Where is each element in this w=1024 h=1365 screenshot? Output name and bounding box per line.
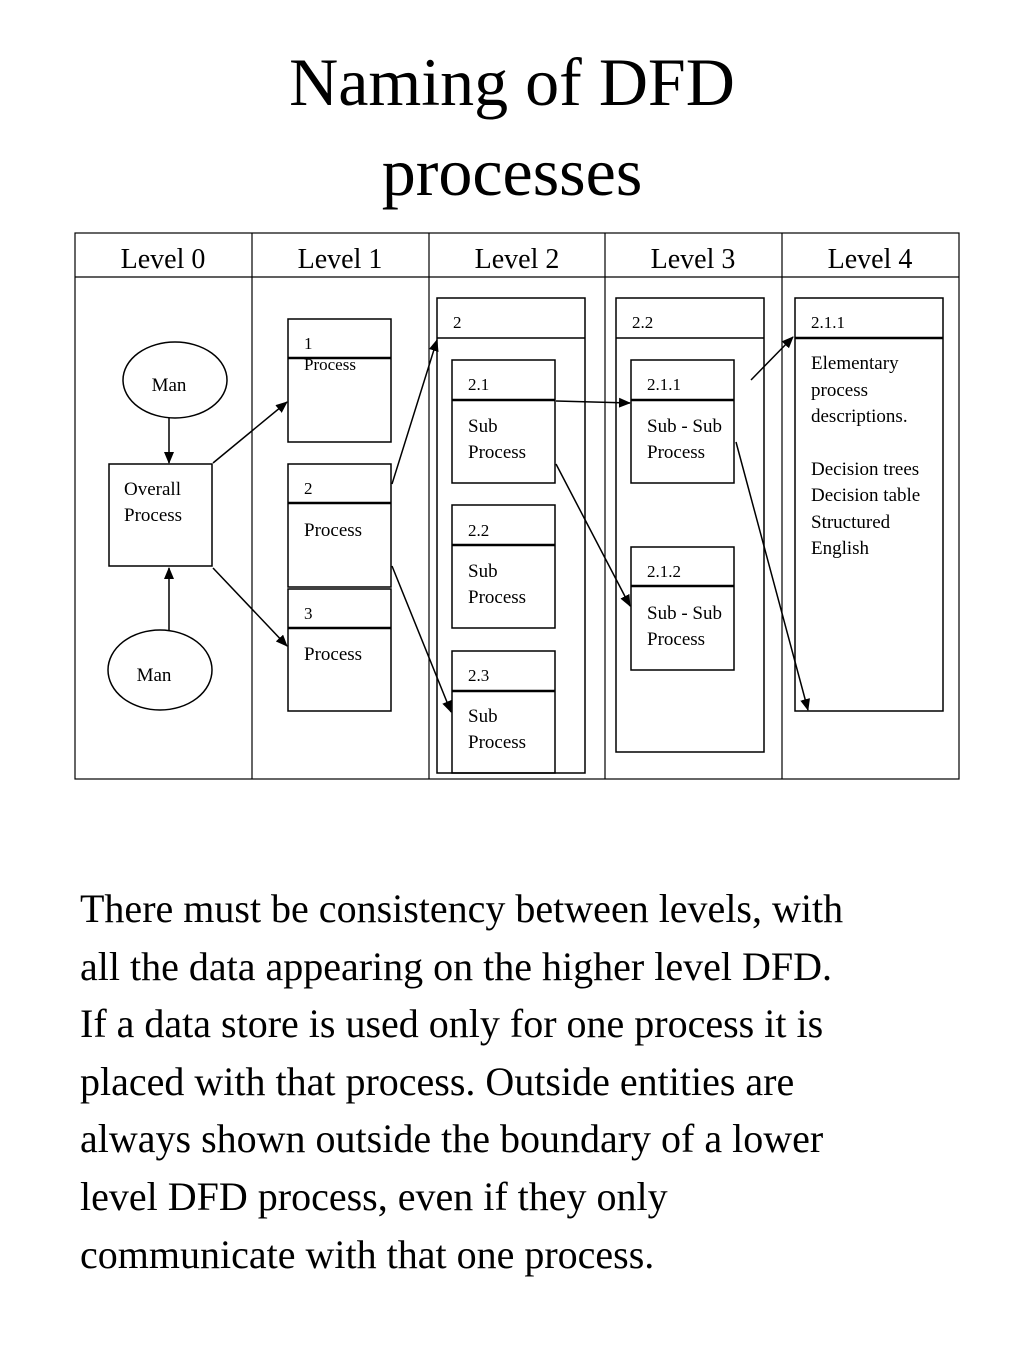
- dfd-levels-diagram: Level 0 Level 1 Level 2 Level 3 Level 4 …: [74, 232, 960, 780]
- overall-process-box: [108, 463, 213, 567]
- process-label: Sub - Sub: [647, 416, 722, 437]
- paragraph-line: always shown outside the boundary of a l…: [80, 1116, 824, 1162]
- description-line: descriptions.: [811, 406, 908, 427]
- level-1-column: 1 Process 2 Process 3 Process: [212, 318, 392, 712]
- flow-arrow: [212, 567, 288, 647]
- process-number: 2: [304, 479, 313, 498]
- paragraph-line: There must be consistency between levels…: [80, 886, 844, 931]
- process-label: Process: [304, 355, 356, 374]
- process-label: Process: [304, 520, 362, 541]
- level-2-container: [436, 297, 586, 774]
- paragraph-line: level DFD process, even if they only: [80, 1173, 668, 1219]
- paragraph-line: communicate with that one process.: [80, 1231, 655, 1277]
- process-number: 2.2: [468, 521, 489, 540]
- level-4-container: [794, 297, 944, 712]
- level-0-column: Man Overall Process Man: [107, 341, 228, 711]
- description-line: Structured: [811, 512, 891, 533]
- levels-table: [74, 232, 960, 780]
- explanation-paragraph: There must be consistency between levels…: [80, 880, 960, 1283]
- process-number: 2.1.1: [647, 375, 681, 394]
- flow-arrow: [735, 441, 810, 711]
- entity-label: Man: [137, 665, 172, 686]
- process-label: Process: [124, 505, 182, 526]
- process-number: 1: [304, 334, 313, 353]
- description-line: Decision trees: [811, 459, 919, 480]
- subprocess-box-2-2: [451, 504, 556, 629]
- process-box-1: [287, 318, 392, 443]
- container-number: 2: [453, 313, 462, 332]
- paragraph-line: placed with that process. Outside entiti…: [80, 1058, 795, 1104]
- sub-subprocess-box-2-1-1: [630, 359, 735, 484]
- flow-arrow: [391, 339, 439, 485]
- subprocess-box-2-1: [451, 359, 556, 484]
- process-label: Sub: [468, 416, 498, 437]
- process-label: Process: [468, 732, 526, 753]
- process-number: 3: [304, 604, 313, 623]
- process-box-2: [287, 463, 392, 588]
- column-header-level-2: Level 2: [475, 244, 560, 275]
- flow-arrow: [391, 565, 452, 713]
- column-header-level-4: Level 4: [828, 244, 913, 275]
- external-entity-man-top: [122, 341, 228, 419]
- container-number: 2.2: [632, 313, 653, 332]
- process-label: Process: [304, 644, 362, 665]
- process-label: Process: [647, 629, 705, 650]
- process-label: Sub: [468, 706, 498, 727]
- process-number: 2.1.2: [647, 562, 681, 581]
- process-label: Process: [647, 442, 705, 463]
- column-header-level-1: Level 1: [298, 244, 383, 275]
- page-title-line-1: Naming of DFD: [289, 44, 735, 120]
- page-title-line-2: processes: [381, 134, 643, 210]
- process-number: 2.3: [468, 666, 489, 685]
- flow-arrow: [555, 397, 631, 408]
- process-label: Process: [468, 587, 526, 608]
- process-label: Overall: [124, 479, 181, 500]
- process-box-3: [287, 588, 392, 712]
- flow-arrow: [212, 401, 288, 464]
- level-3-container: [615, 297, 765, 753]
- process-number: 2.1: [468, 375, 489, 394]
- flow-arrow: [750, 336, 794, 381]
- subprocess-box-2-3: [451, 650, 556, 774]
- process-label: Sub - Sub: [647, 603, 722, 624]
- container-number: 2.1.1: [811, 313, 845, 332]
- column-header-level-0: Level 0: [121, 244, 206, 275]
- level-3-column: 2.2 2.1.1 Sub - Sub Process 2.1.2 Sub - …: [555, 297, 765, 753]
- level-2-column: 2 2.1 Sub Process 2.2 Sub Process 2.3 Su…: [391, 297, 586, 774]
- table-border: [74, 232, 960, 780]
- paragraph-line: If a data store is used only for one pro…: [80, 1001, 824, 1047]
- entity-label: Man: [152, 375, 187, 396]
- process-label: Sub: [468, 561, 498, 582]
- column-header-level-3: Level 3: [651, 244, 736, 275]
- sub-subprocess-box-2-1-2: [630, 546, 735, 671]
- description-line: English: [811, 538, 870, 559]
- description-line: Elementary: [811, 353, 899, 374]
- description-line: process: [811, 380, 868, 401]
- description-line: Decision table: [811, 485, 920, 506]
- process-label: Process: [468, 442, 526, 463]
- external-entity-man-bottom: [107, 629, 213, 711]
- flow-arrow: [555, 463, 631, 607]
- level-4-column: 2.1.1 Elementary process descriptions. D…: [735, 297, 944, 712]
- paragraph-line: all the data appearing on the higher lev…: [80, 943, 832, 989]
